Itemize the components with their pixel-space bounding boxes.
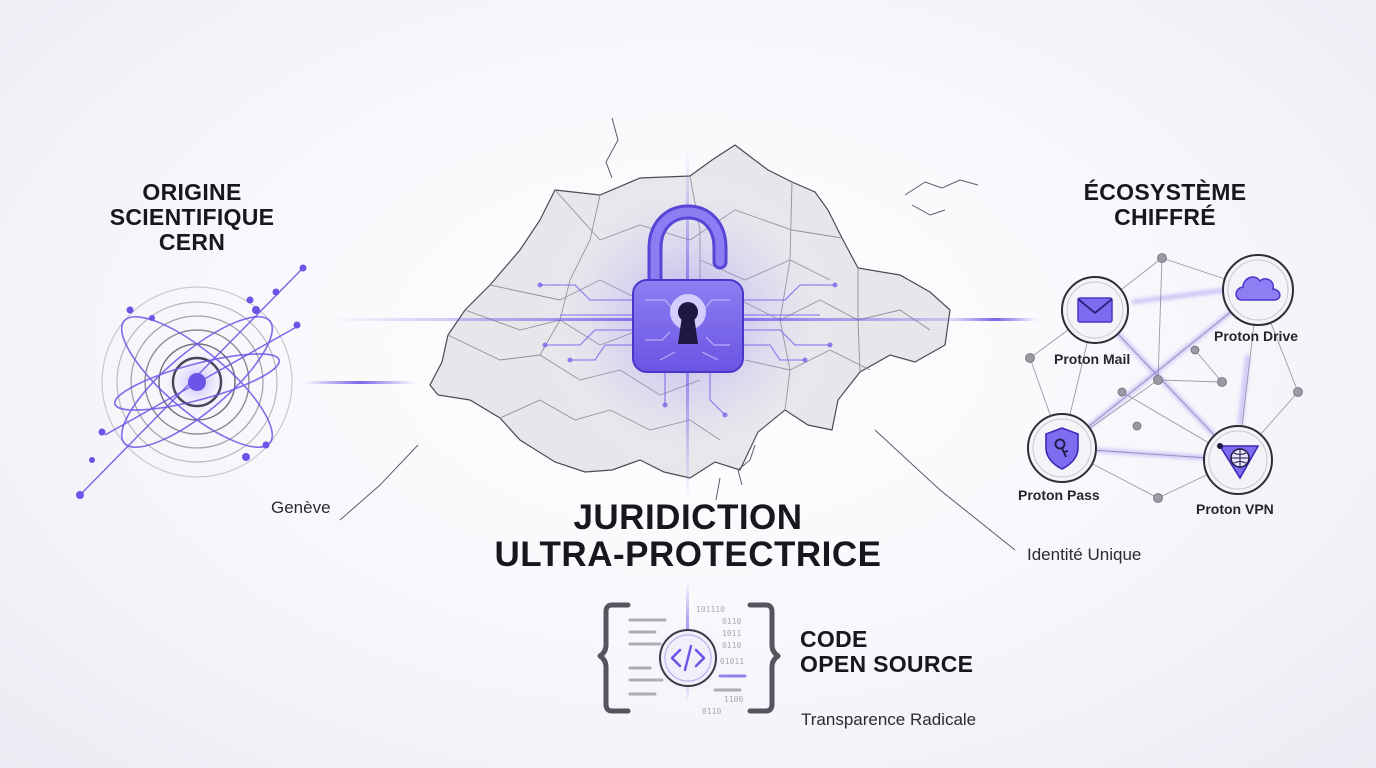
padlock-icon [632, 204, 744, 373]
binary-text: 0110 [722, 641, 741, 650]
binary-text: 1011 [722, 629, 741, 638]
proton-pass-label: Proton Pass [1018, 487, 1100, 503]
proton-drive-node [1222, 254, 1294, 326]
right-brace-icon [747, 602, 781, 714]
origin-heading-line-1: ORIGINE [142, 179, 242, 205]
proton-mail-node [1061, 276, 1129, 344]
globe-icon [1217, 443, 1260, 480]
binary-text: 101110 [696, 605, 725, 614]
origin-heading-line-3: CERN [158, 229, 226, 255]
shield-key-icon [1045, 427, 1079, 470]
ecosystem-caption: Identité Unique [1027, 545, 1142, 564]
location-label: Genève [271, 498, 331, 517]
code-heading-line-2: OPEN SOURCE [800, 651, 974, 677]
envelope-icon [1077, 297, 1113, 323]
main-title-line-1: JURIDICTION [573, 498, 803, 537]
ecosystem-heading: ÉCOSYSTÈME CHIFFRÉ [1060, 180, 1270, 230]
map-rivers [339, 117, 1016, 551]
circuit-traces [540, 284, 835, 416]
code-caption: Transparence Radicale [801, 710, 977, 729]
ecosystem-heading-line-2: CHIFFRÉ [1114, 204, 1216, 230]
left-brace-icon [597, 602, 631, 714]
proton-drive-label: Proton Drive [1214, 328, 1299, 344]
binary-text: 0110 [702, 707, 721, 716]
atom-icon [76, 264, 415, 499]
origin-heading-line-2: SCIENTIFIQUE [109, 204, 275, 230]
binary-text: 0110 [722, 617, 741, 626]
binary-stream: 101110 0110 1011 0110 01011 1100 0110 [696, 605, 744, 716]
binary-text: 1100 [724, 695, 743, 704]
proton-mail-label: Proton Mail [1054, 351, 1131, 367]
proton-vpn-label: Proton VPN [1196, 501, 1274, 517]
cloud-icon [1235, 276, 1281, 301]
ecosystem-heading-line-1: ÉCOSYSTÈME [1083, 179, 1247, 205]
main-title-line-2: ULTRA-PROTECTRICE [494, 535, 882, 574]
main-title: JURIDICTION ULTRA-PROTECTRICE [438, 499, 938, 573]
proton-vpn-node [1203, 425, 1273, 495]
open-source-icon: 101110 0110 1011 0110 01011 1100 0110 [597, 582, 781, 716]
binary-text: 01011 [720, 657, 744, 666]
code-heading: CODE OPEN SOURCE [800, 627, 973, 677]
code-heading-line-1: CODE [800, 626, 868, 652]
code-lines [628, 618, 747, 696]
origin-heading: ORIGINE SCIENTIFIQUE CERN [92, 180, 292, 255]
circuit-nodes [537, 282, 838, 418]
proton-pass-node [1027, 413, 1097, 483]
